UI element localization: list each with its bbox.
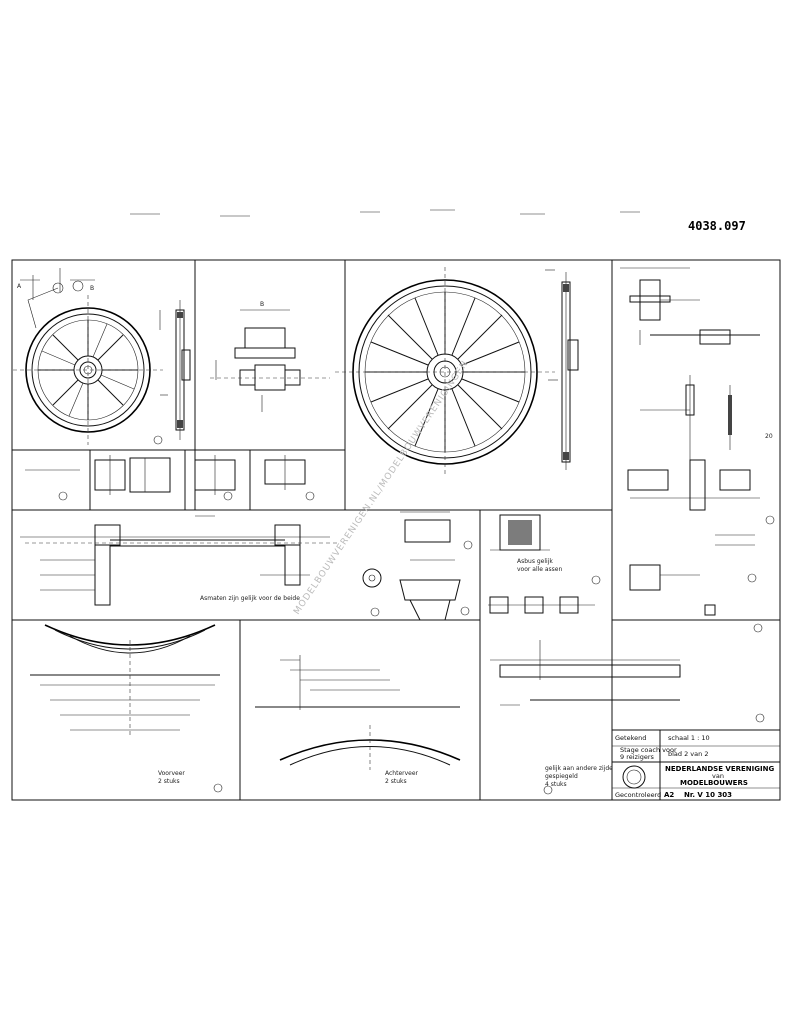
front-wheel-section	[159, 300, 191, 440]
org-seal	[622, 765, 646, 789]
axle-drawing: Asmaten zijn gelijk voor de beide	[20, 515, 340, 606]
axle-box-label-b: voor alle assen	[517, 566, 562, 573]
title-sheet: blad 2 van 2	[668, 750, 708, 758]
svg-text:20: 20	[765, 433, 773, 440]
brake-details: 20	[620, 267, 773, 460]
org-name-3: MODELBOUWERS	[680, 779, 748, 787]
svg-text:B: B	[260, 301, 264, 308]
brake-rod-drawing	[490, 640, 765, 723]
note-a: gelijk aan andere zijde	[545, 765, 613, 772]
title-checked: Gecontroleerd	[615, 791, 661, 799]
rear-spring-label-b: 2 stuks	[385, 778, 407, 785]
org-name-1: NEDERLANDSE VERENIGING	[665, 765, 774, 773]
rear-wheel-drawing	[335, 267, 555, 477]
top-margin-marks	[130, 209, 640, 217]
note-c: 4 stuks	[545, 781, 567, 788]
front-wheel-drawing	[13, 280, 163, 445]
org-name-2: van	[712, 772, 724, 780]
title-number: Nr. V 10 303	[684, 791, 732, 799]
notes-block: gelijk aan andere zijde gespiegeld 4 stu…	[543, 765, 613, 795]
title-drawn-by: Getekend	[615, 734, 646, 742]
svg-text:A: A	[17, 283, 22, 290]
spring-bracket-details	[627, 459, 775, 633]
bracket-details	[362, 511, 473, 621]
title-block: Getekend Stage coach voor 9 reizigers sc…	[611, 729, 781, 801]
hub-detail: B	[210, 301, 330, 412]
svg-text:B: B	[90, 285, 94, 292]
rear-spring-label-a: Achterveer	[385, 770, 419, 777]
drawing-number: 4038.097	[688, 219, 746, 233]
panel-dividers	[12, 260, 780, 800]
axle-note: Asmaten zijn gelijk voor de beide	[200, 595, 300, 602]
title-object-1: Stage coach voor	[620, 746, 677, 754]
title-format: A2	[664, 791, 674, 799]
small-detail-row	[25, 435, 315, 501]
front-spring-drawing: Voorveer 2 stuks	[30, 624, 223, 793]
front-spring-label-a: Voorveer	[158, 770, 185, 777]
sheet-frame	[11, 259, 781, 801]
note-b: gespiegeld	[545, 773, 578, 780]
axle-box-label-a: Asbus gelijk	[517, 558, 553, 565]
axle-box-detail: Asbus gelijk voor alle assen	[488, 514, 601, 614]
title-scale: schaal 1 : 10	[668, 734, 710, 742]
rear-wheel-section	[545, 269, 579, 470]
front-spring-label-b: 2 stuks	[158, 778, 180, 785]
front-wheel-annotations: A B	[17, 268, 95, 300]
title-object-2: 9 reizigers	[620, 753, 655, 761]
rear-spring-drawing: Achterveer 2 stuks	[255, 655, 461, 785]
